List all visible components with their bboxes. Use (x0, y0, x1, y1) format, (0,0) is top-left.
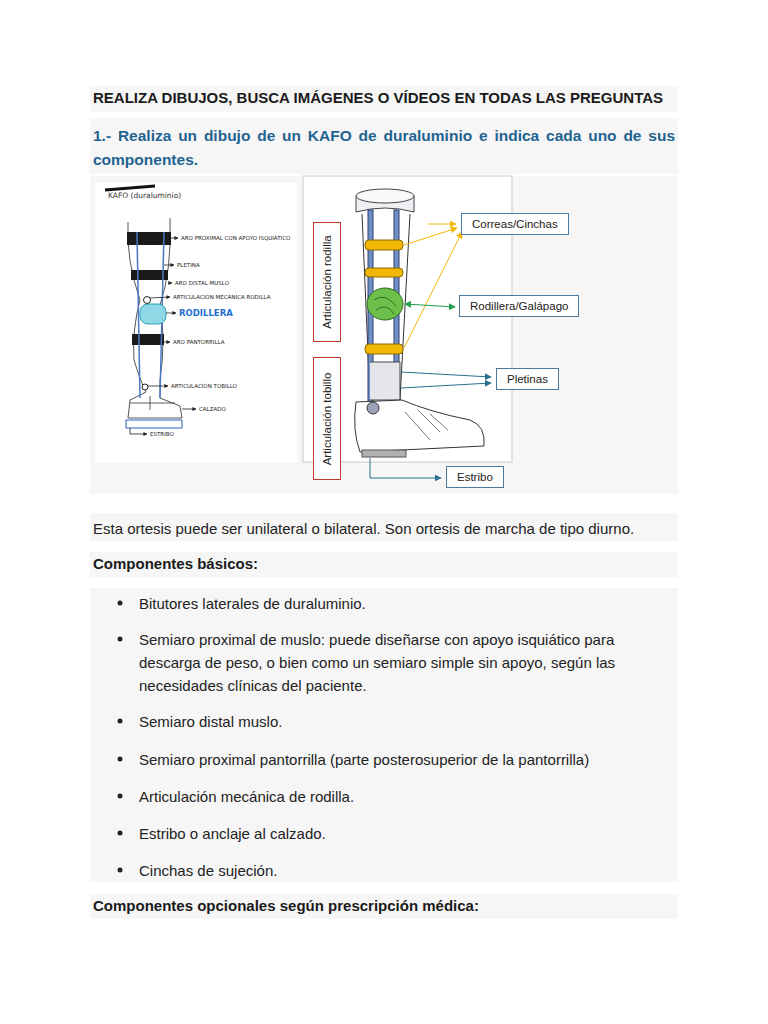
question-text: 1.- Realiza un dibujo de un KAFO de dura… (93, 124, 675, 172)
section-heading: Componentes básicos: (93, 555, 258, 572)
callout-box: Pletinas (496, 368, 559, 390)
part-label: RODILLERA (179, 308, 233, 318)
list-item: Estribo o anclaje al calzado. (139, 822, 675, 845)
part-label: ARO DISTAL MUSLO (175, 280, 229, 286)
callout-box: Estribo (446, 466, 504, 488)
list-item: Cinchas de sujeción. (139, 859, 675, 882)
list-item: Semiaro proximal de muslo: puede diseñar… (139, 628, 675, 697)
part-label: ESTRIBO (150, 431, 174, 437)
joint-label-box: Articulación tobillo (313, 357, 341, 480)
callout-box: Correas/Cinchas (461, 213, 569, 235)
list-item: Semiaro distal muslo. (139, 710, 675, 733)
callout-text: Pletinas (507, 373, 548, 385)
list-item: Semiaro proximal pantorrilla (parte post… (139, 748, 675, 771)
section-heading: Componentes opcionales según prescripció… (93, 897, 479, 914)
joint-label-box: Articulación rodilla (313, 222, 341, 342)
part-label: CALZADO (199, 406, 226, 412)
callout-text: Articulación rodilla (321, 235, 333, 328)
part-label: ARTICULACIÓN MECÁNICA RODILLA (173, 294, 270, 300)
bullet-marks (118, 601, 123, 873)
paragraph: Esta ortesis puede ser unilateral o bila… (93, 517, 675, 540)
callout-text: Rodillera/Galápago (470, 300, 568, 312)
page-heading: REALIZA DIBUJOS, BUSCA IMÁGENES O VÍDEOS… (93, 89, 663, 106)
callout-text: Correas/Cinchas (472, 218, 558, 230)
part-label: ARO PROXIMAL CON APOYO ISQUIÁTICO (181, 235, 290, 241)
callout-text: Articulación tobillo (321, 372, 333, 465)
list-item: Bitutores laterales de duraluminio. (139, 592, 675, 615)
part-label: ARO PANTORRILLA (173, 339, 224, 345)
callout-text: Estribo (457, 471, 493, 483)
part-label: PLETINA (177, 262, 200, 268)
sketch-title: KAFO (duraluminio) (108, 191, 181, 200)
part-label: ARTICULACIÓN TOBILLO (171, 383, 237, 389)
callout-box: Rodillera/Galápago (459, 295, 579, 317)
list-item: Articulación mecánica de rodilla. (139, 785, 675, 808)
kafo-sketch (95, 183, 297, 463)
